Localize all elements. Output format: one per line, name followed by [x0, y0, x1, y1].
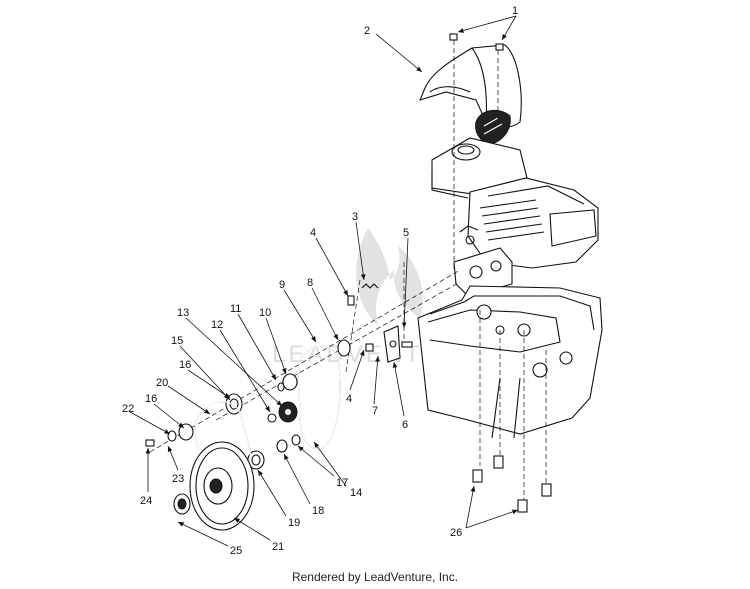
- callout-6: 6: [402, 419, 408, 431]
- callout-15: 15: [171, 335, 183, 347]
- render-credit: Rendered by LeadVenture, Inc.: [291, 570, 459, 584]
- callout-16: 16: [179, 359, 191, 371]
- callout-21: 21: [272, 541, 284, 553]
- callout-19: 19: [288, 517, 300, 529]
- callout-8: 8: [307, 277, 313, 289]
- hardware-parts: [145, 33, 552, 513]
- callout-1: 1: [512, 5, 518, 17]
- callout-25: 25: [230, 545, 242, 557]
- main-pulley: [173, 441, 255, 531]
- callout-3: 3: [352, 211, 358, 223]
- callout-4b: 4: [346, 393, 352, 405]
- callout-labels: 1 2 3 4 5 8 9 10 11 12 13 15 16 20 22 16…: [122, 5, 518, 557]
- callout-10: 10: [259, 307, 271, 319]
- callout-9: 9: [279, 279, 285, 291]
- engine-assembly: [419, 44, 599, 297]
- callout-12: 12: [211, 319, 223, 331]
- callout-14: 14: [350, 487, 362, 499]
- callout-4: 4: [310, 227, 316, 239]
- callout-18: 18: [312, 505, 324, 517]
- callout-5: 5: [403, 227, 409, 239]
- callout-7: 7: [372, 405, 378, 417]
- callout-11: 11: [230, 303, 241, 315]
- callout-20: 20: [156, 377, 168, 389]
- callout-2: 2: [364, 25, 370, 37]
- frame-plate: [417, 285, 603, 439]
- callout-16b: 16: [145, 393, 157, 405]
- leader-lines: [129, 15, 519, 547]
- callout-13: 13: [177, 307, 189, 319]
- callout-17: 17: [336, 477, 348, 489]
- callout-24: 24: [140, 495, 152, 507]
- callout-26: 26: [450, 527, 462, 539]
- callout-23: 23: [172, 473, 184, 485]
- callout-22: 22: [122, 403, 134, 415]
